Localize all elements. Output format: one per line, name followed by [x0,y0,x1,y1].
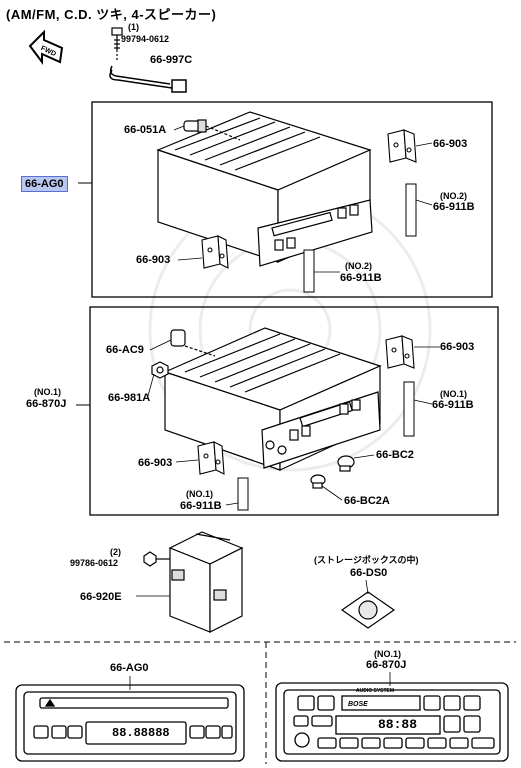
bracket-left-lower [197,441,225,475]
bolt-part-no: 99794-0612 [121,34,170,44]
amp-part-no: 66-920E [80,591,122,603]
bolt-icon [111,27,123,62]
plate-left-upper-part-no: 66-911B [340,272,382,284]
plate-left-upper [303,249,315,293]
cas-unit-part-no[interactable]: 66-870J [26,398,67,410]
bottom-right-label: 66-870J [366,659,407,671]
plate-right-upper-tag: (NO.2) [440,191,467,201]
bolt2-qty: (2) [110,547,121,557]
cas-unit-body [163,327,382,471]
bottom-left-label: 66-AG0 [110,662,149,674]
bracket-right-upper [387,129,417,163]
bose-logo: BOSE [348,701,368,708]
cas-unit-frame [89,306,499,516]
bracket-left-upper [201,235,229,269]
nut-part-no: 66-981A [108,392,151,404]
cas-unit-tag: (NO.1) [34,387,61,397]
plate-right-upper [405,183,417,237]
ac9-part-no: 66-AC9 [106,344,144,356]
ac9-connector-icon [170,329,216,357]
knob-bc2-icon [337,455,355,472]
cas-faceplate [275,682,509,762]
harness-icon [109,65,187,93]
bracket-left-lower-part-no: 66-903 [138,457,173,469]
bolt2-part-no: 99786-0612 [70,558,119,568]
plate-right-lower [403,381,415,437]
plate-right-lower-tag: (NO.1) [440,389,467,399]
sensor-part-no: 66-051A [124,124,167,136]
header-text: (AM/FM, C.D. ツキ, 4-スピーカー) [6,7,217,22]
bracket-right-lower [385,335,415,369]
cas-display-text: 88:88 [378,717,418,732]
plate-right-lower-part-no: 66-911B [432,399,474,411]
plate-left-lower-part-no: 66-911B [180,500,222,512]
storage-item-icon [340,591,396,629]
cd-faceplate [15,684,245,762]
cd-unit-body [156,111,373,267]
bracket-left-upper-part-no: 66-903 [136,254,171,266]
bolt2-icon [143,551,170,567]
harness-part-no: 66-997C [150,54,193,66]
audio-system-text: AUDIO SYSTEM [356,688,395,694]
fwd-arrow-icon [28,29,64,65]
cd-display-text: 88.88888 [112,726,170,740]
bracket-right-upper-part-no: 66-903 [433,138,468,150]
nut-icon [151,361,169,379]
plate-left-upper-tag: (NO.2) [345,261,372,271]
cd-unit-part-no[interactable]: 66-AG0 [21,176,68,192]
ds0-part-no: 66-DS0 [350,567,388,579]
bc2-part-no: 66-BC2 [376,449,414,461]
bottom-right-tag: (NO.1) [374,649,401,659]
bracket-right-lower-part-no: 66-903 [440,341,475,353]
storage-note: (ストレージボックスの中) [314,555,419,565]
cd-unit-frame [91,101,493,298]
bolt-qty: (1) [128,22,139,32]
amp-icon [168,531,244,633]
plate-right-upper-part-no: 66-911B [433,201,475,213]
plate-left-lower [237,477,249,511]
plate-left-lower-tag: (NO.1) [186,489,213,499]
bc2a-part-no: 66-BC2A [344,495,390,507]
knob-bc2a-icon [310,474,326,489]
